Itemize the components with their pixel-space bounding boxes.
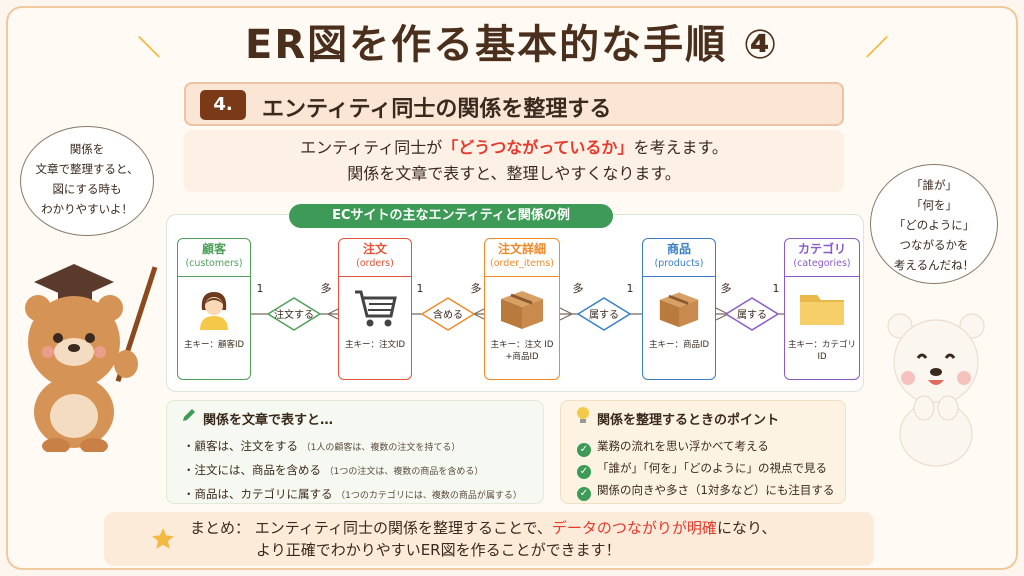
primary-key: 主キー：注文ID	[344, 340, 406, 350]
star-icon	[150, 526, 176, 556]
points-heading: 関係を整理するときのポイント	[597, 413, 780, 428]
summary-pre: まとめ： エンティティ同士の関係を整理することで、	[190, 519, 552, 537]
box-icon	[485, 277, 559, 339]
entity-name: カテゴリ	[797, 242, 846, 256]
pencil-icon	[181, 407, 197, 423]
primary-key-extra: +商品ID	[505, 352, 539, 362]
point-item: ✓業務の流れを思い浮かべて考える	[577, 435, 834, 457]
folder-icon	[785, 277, 859, 339]
bear-student-illustration	[887, 313, 985, 467]
lead-line1-post: を考えます。	[633, 138, 728, 157]
relationship-label: 含める	[433, 308, 463, 321]
cardinality-left: 多	[573, 281, 584, 295]
check-icon: ✓	[577, 465, 591, 479]
sparkle-icon: ＼	[138, 36, 161, 61]
sentences-heading: 関係を文章で表すと…	[203, 413, 334, 428]
step-header: 4. エンティティ同士の関係を整理する	[184, 82, 844, 126]
entity-table-name: (orders)	[356, 258, 394, 269]
relationship-diamond	[576, 297, 632, 331]
entity-table-name: (customers)	[185, 258, 243, 269]
entity-table-name: (categories)	[793, 258, 851, 269]
cardinality-left: 多	[721, 281, 732, 295]
primary-key: 主キー：注文 ID	[490, 340, 554, 350]
relationship-label: 属する	[737, 309, 767, 321]
entity-name: 商品	[666, 242, 691, 256]
speech-bubble-right: 「誰が」 「何を」 「どのように」 つながるかを 考えるんだね！	[870, 164, 998, 284]
lead-text: エンティティ同士が「どうつながっているか」を考えます。 関係を文章で表すと、整理…	[184, 130, 844, 192]
sentence-item: ・注文には、商品を含める （1つの注文は、複数の商品を含める）	[183, 463, 484, 477]
entity-orders: 注文 (orders) 主キー：注文ID	[338, 238, 412, 380]
lead-line2: 関係を文章で表すと、整理しやすくなります。	[347, 164, 681, 183]
entity-table-name: (order_items)	[490, 258, 554, 269]
entity-products: 商品 (products) 主キー：商品ID	[642, 238, 716, 380]
diagram-title: ECサイトの主なエンティティと関係の例	[289, 204, 613, 228]
primary-key: 主キー：カテゴリID	[787, 340, 856, 362]
summary-box: まとめ： エンティティ同士の関係を整理することで、データのつながりが明確になり、…	[104, 512, 874, 566]
cardinality-left: 1	[417, 282, 424, 295]
primary-key: 主キー：顧客ID	[183, 340, 245, 350]
check-icon: ✓	[577, 443, 591, 457]
entity-name: 注文詳細	[497, 242, 546, 256]
lead-line1-highlight: 「どうつながっているか」	[442, 138, 634, 157]
sentences-card: 関係を文章で表すと… ・顧客は、注文をする （1人の顧客は、複数の注文を持てる）…	[166, 400, 544, 504]
speech-bubble-left: 関係を 文章で整理すると、 図にする時も わかりやすいよ！	[20, 126, 154, 236]
sentence-item: ・商品は、カテゴリに属する （1つのカテゴリには、複数の商品が属する）	[183, 487, 522, 501]
summary-line2: より正確でわかりやすいER図を作ることができます！	[256, 541, 621, 559]
step-title: エンティティ同士の関係を整理する	[262, 97, 612, 122]
relationship-diamond	[724, 297, 780, 331]
entity-table-name: (products)	[654, 258, 704, 269]
cardinality-right: 多	[471, 281, 482, 295]
entity-name: 顧客	[201, 242, 226, 256]
check-icon: ✓	[577, 487, 591, 501]
box-icon	[643, 277, 715, 339]
person-icon	[178, 277, 250, 339]
step-number: 4.	[200, 90, 246, 120]
sparkle-icon: ／	[866, 36, 889, 61]
point-item: ✓関係の向きや多さ（1対多など）にも注目する	[577, 479, 834, 501]
points-card: 関係を整理するときのポイント ✓業務の流れを思い浮かべて考える ✓「誰が」「何を…	[560, 400, 846, 504]
relationship-diamond	[266, 297, 322, 331]
summary-post: になり、	[716, 519, 777, 537]
summary-highlight: データのつながりが明確	[551, 519, 717, 537]
relationship-diamond	[420, 297, 476, 331]
cart-icon	[339, 277, 411, 339]
primary-key: 主キー：商品ID	[648, 340, 710, 350]
entity-categories: カテゴリ (categories) 主キー：カテゴリID	[784, 238, 860, 380]
page-title: ER図を作る基本的な手順 ④	[245, 22, 779, 68]
relationship-label: 属する	[589, 309, 619, 321]
cardinality-right: 1	[773, 282, 780, 295]
lightbulb-icon	[575, 406, 591, 430]
entity-customers: 顧客 (customers) 主キー：顧客ID	[177, 238, 251, 380]
sentence-item: ・顧客は、注文をする （1人の顧客は、複数の注文を持てる）	[183, 439, 461, 453]
point-item: ✓「誰が」「何を」「どのように」の視点で見る	[577, 457, 834, 479]
entity-order-items: 注文詳細 (order_items) 主キー：注文 ID +商品ID	[484, 238, 560, 380]
cardinality-right: 多	[321, 281, 332, 295]
cardinality-left: 1	[257, 282, 264, 295]
entity-name: 注文	[362, 242, 387, 256]
relationship-label: 注文する	[274, 308, 314, 321]
lead-line1-pre: エンティティ同士が	[300, 138, 443, 157]
bear-teacher-illustration	[25, 264, 158, 452]
cardinality-right: 1	[627, 282, 634, 295]
